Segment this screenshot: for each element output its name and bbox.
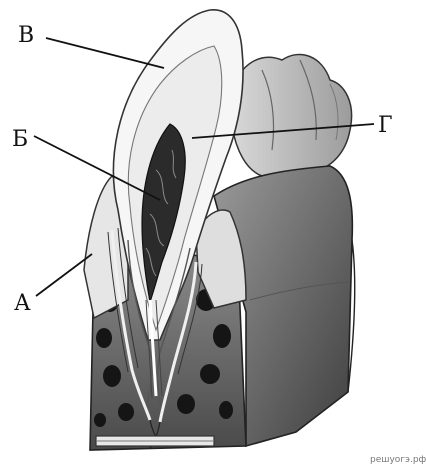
back-teeth <box>232 54 352 176</box>
watermark: решуогэ.рф <box>370 455 426 465</box>
leader-line-a <box>36 254 92 296</box>
label-a: А <box>14 291 31 316</box>
label-v: В <box>18 23 34 48</box>
leader-line-v <box>46 38 164 68</box>
label-g: Г <box>378 113 393 138</box>
label-b: Б <box>12 127 28 152</box>
